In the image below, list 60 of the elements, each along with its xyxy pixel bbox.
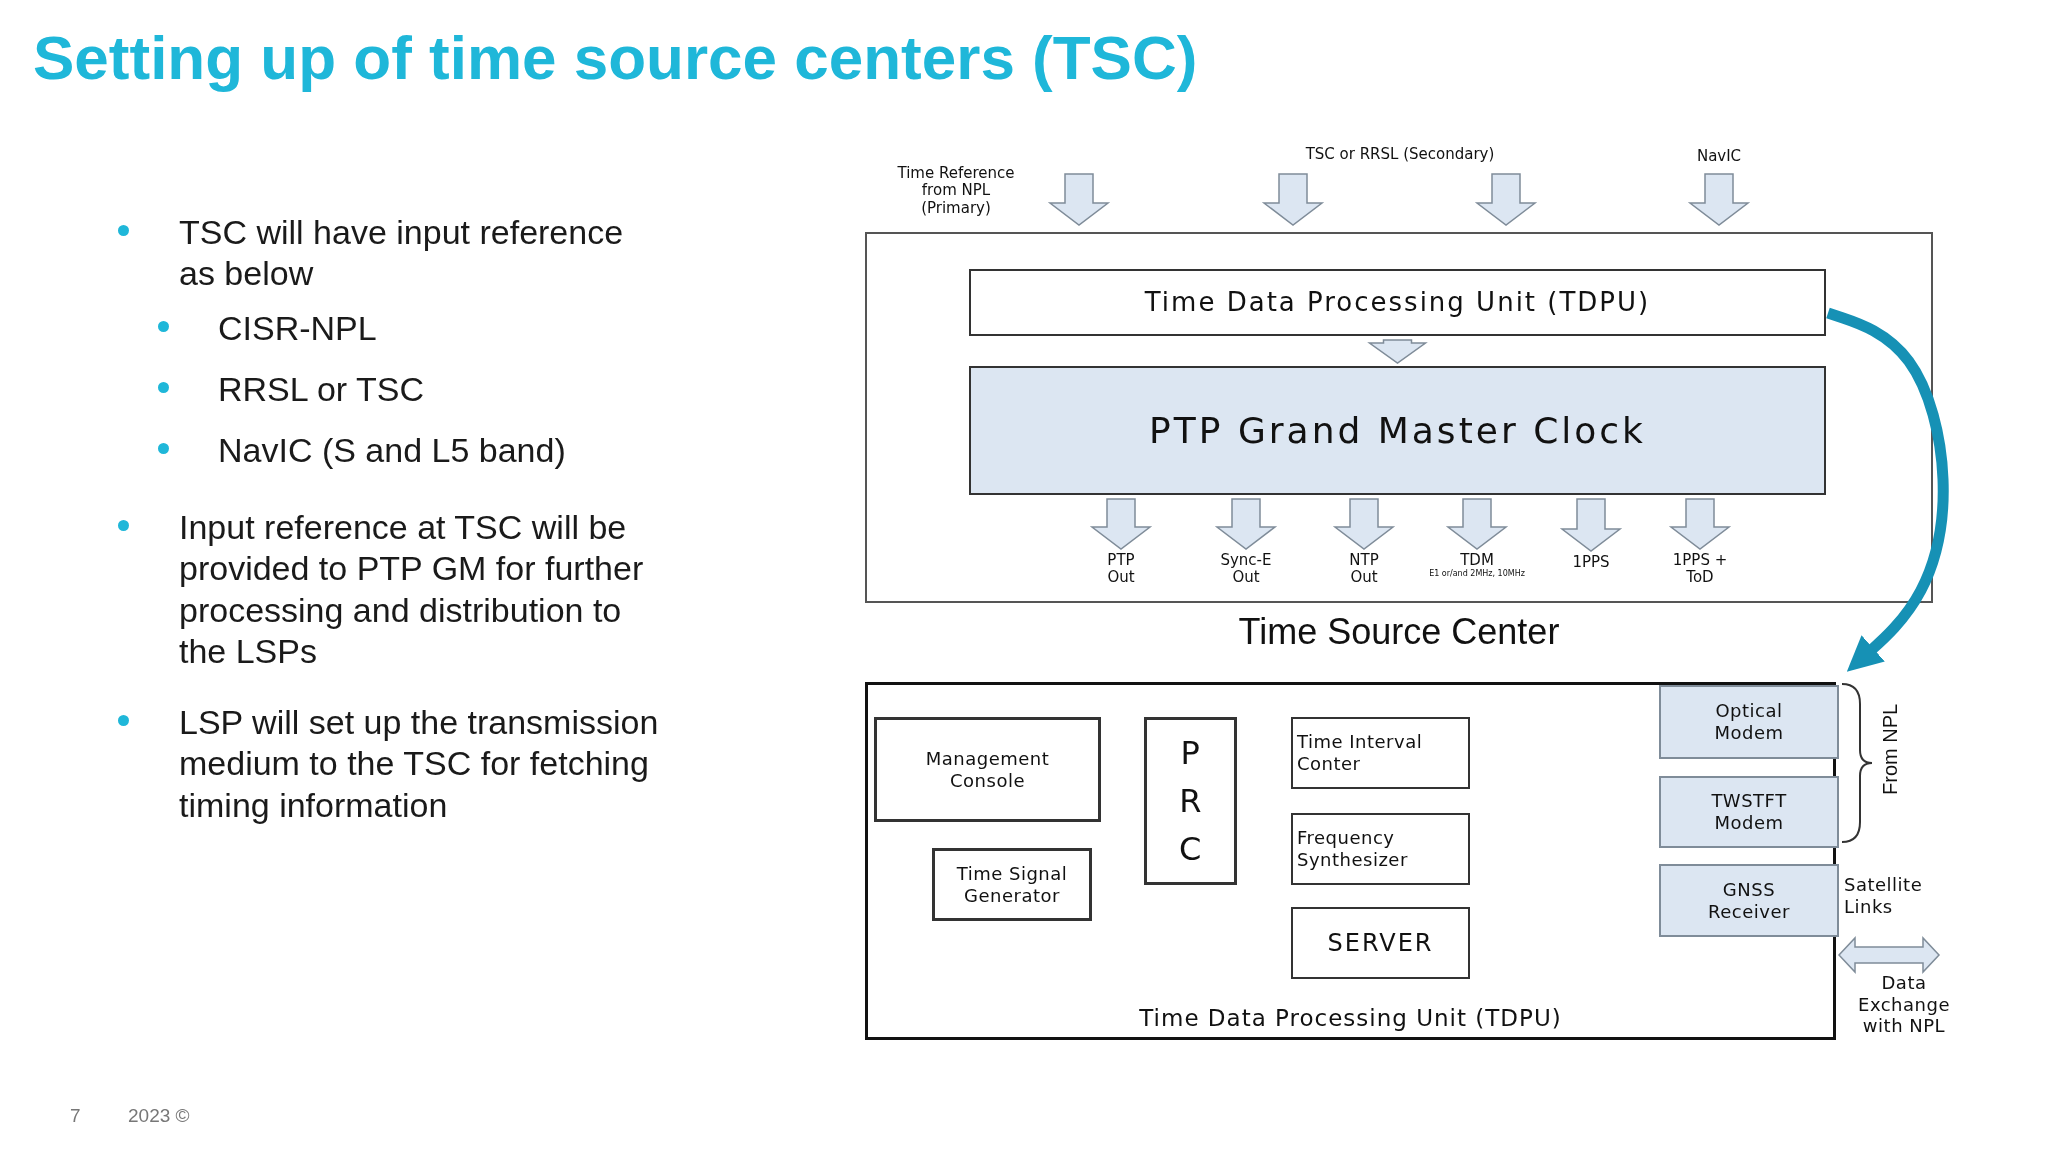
output-label: TDM xyxy=(1460,552,1494,569)
bullet-text: Input reference at TSC will be provided to PTP GM for further processing and distribution to the LSPs xyxy=(179,507,645,673)
process-box xyxy=(969,366,1826,495)
process-box xyxy=(1291,813,1470,885)
input-label: TSC or RRSL (Secondary) xyxy=(1305,146,1495,164)
box-label: Optical Modem xyxy=(1713,700,1785,744)
box-label: GNSS Receiver xyxy=(1707,878,1791,923)
output-label: 1PPS + ToD xyxy=(1671,552,1729,587)
process-box xyxy=(874,717,1101,822)
process-box xyxy=(1291,717,1470,789)
block-arrow xyxy=(1261,173,1325,226)
bullet-text: NavIC (S and L5 band) xyxy=(218,430,567,471)
box-label: Time Signal Generator xyxy=(955,862,1069,907)
block-arrow xyxy=(1089,498,1153,550)
vertical-box xyxy=(1144,717,1237,885)
page-number: 7 xyxy=(70,1105,81,1128)
process-box xyxy=(932,848,1092,921)
box-label: Time Data Processing Unit (TDPU) xyxy=(1138,1005,1563,1031)
process-box xyxy=(1291,907,1470,979)
block-arrow xyxy=(1559,498,1623,552)
block-arrow xyxy=(1474,173,1538,226)
output-label: PTP Out xyxy=(1106,552,1136,587)
annotation: Satellite Links xyxy=(1844,874,1924,918)
input-label: NavIC xyxy=(1696,148,1742,166)
copyright-note: 2023 © xyxy=(128,1105,190,1128)
curved-arrow xyxy=(1826,307,1949,672)
input-label: Time Reference from NPL (Primary) xyxy=(896,165,1016,217)
block-arrow xyxy=(1687,173,1751,226)
process-box xyxy=(1659,864,1839,937)
side-label: From NPL xyxy=(1878,703,1902,795)
box-label: Time Data Processing Unit (TDPU) xyxy=(1144,286,1651,319)
signal-note: E1 or/and 2MHz, 10MHz xyxy=(1429,569,1525,579)
unit-box xyxy=(865,682,1836,1040)
process-box xyxy=(1659,776,1839,848)
output-label: Sync-E Out xyxy=(1219,552,1273,587)
output-label: 1PPS xyxy=(1572,554,1610,572)
process-box xyxy=(1659,685,1839,759)
bullet-text: LSP will set up the transmission medium to the TSC for fetching timing information xyxy=(179,702,660,826)
block-arrow xyxy=(1668,498,1732,550)
box-label: Management Console xyxy=(924,747,1051,792)
block-arrow xyxy=(1445,498,1509,550)
bullet-text: TSC will have input reference as below xyxy=(179,212,625,295)
frame-caption: Time Source Center xyxy=(1237,611,1561,653)
bullet-text: CISR-NPL xyxy=(218,308,378,349)
double-arrow xyxy=(1837,936,1941,974)
box-label: PTP Grand Master Clock xyxy=(1149,408,1646,453)
block-arrow xyxy=(1214,498,1278,550)
box-label: SERVER xyxy=(1327,928,1434,958)
annotation: Data Exchange with NPL xyxy=(1857,972,1951,1037)
block-arrow xyxy=(1332,498,1396,550)
process-box xyxy=(969,269,1826,336)
block-arrow xyxy=(1367,339,1428,364)
output-label: NTP Out xyxy=(1348,552,1380,587)
slide-title: Setting up of time source centers (TSC) xyxy=(33,22,1198,93)
box-label: TWSTFT Modem xyxy=(1710,790,1788,834)
box-label: PRC xyxy=(1178,733,1203,870)
box-label: Frequency Synthesizer xyxy=(1297,827,1409,871)
box-label: Time Interval Conter xyxy=(1297,731,1424,775)
block-arrow xyxy=(1047,173,1111,226)
bullet-text: RRSL or TSC xyxy=(218,369,425,410)
